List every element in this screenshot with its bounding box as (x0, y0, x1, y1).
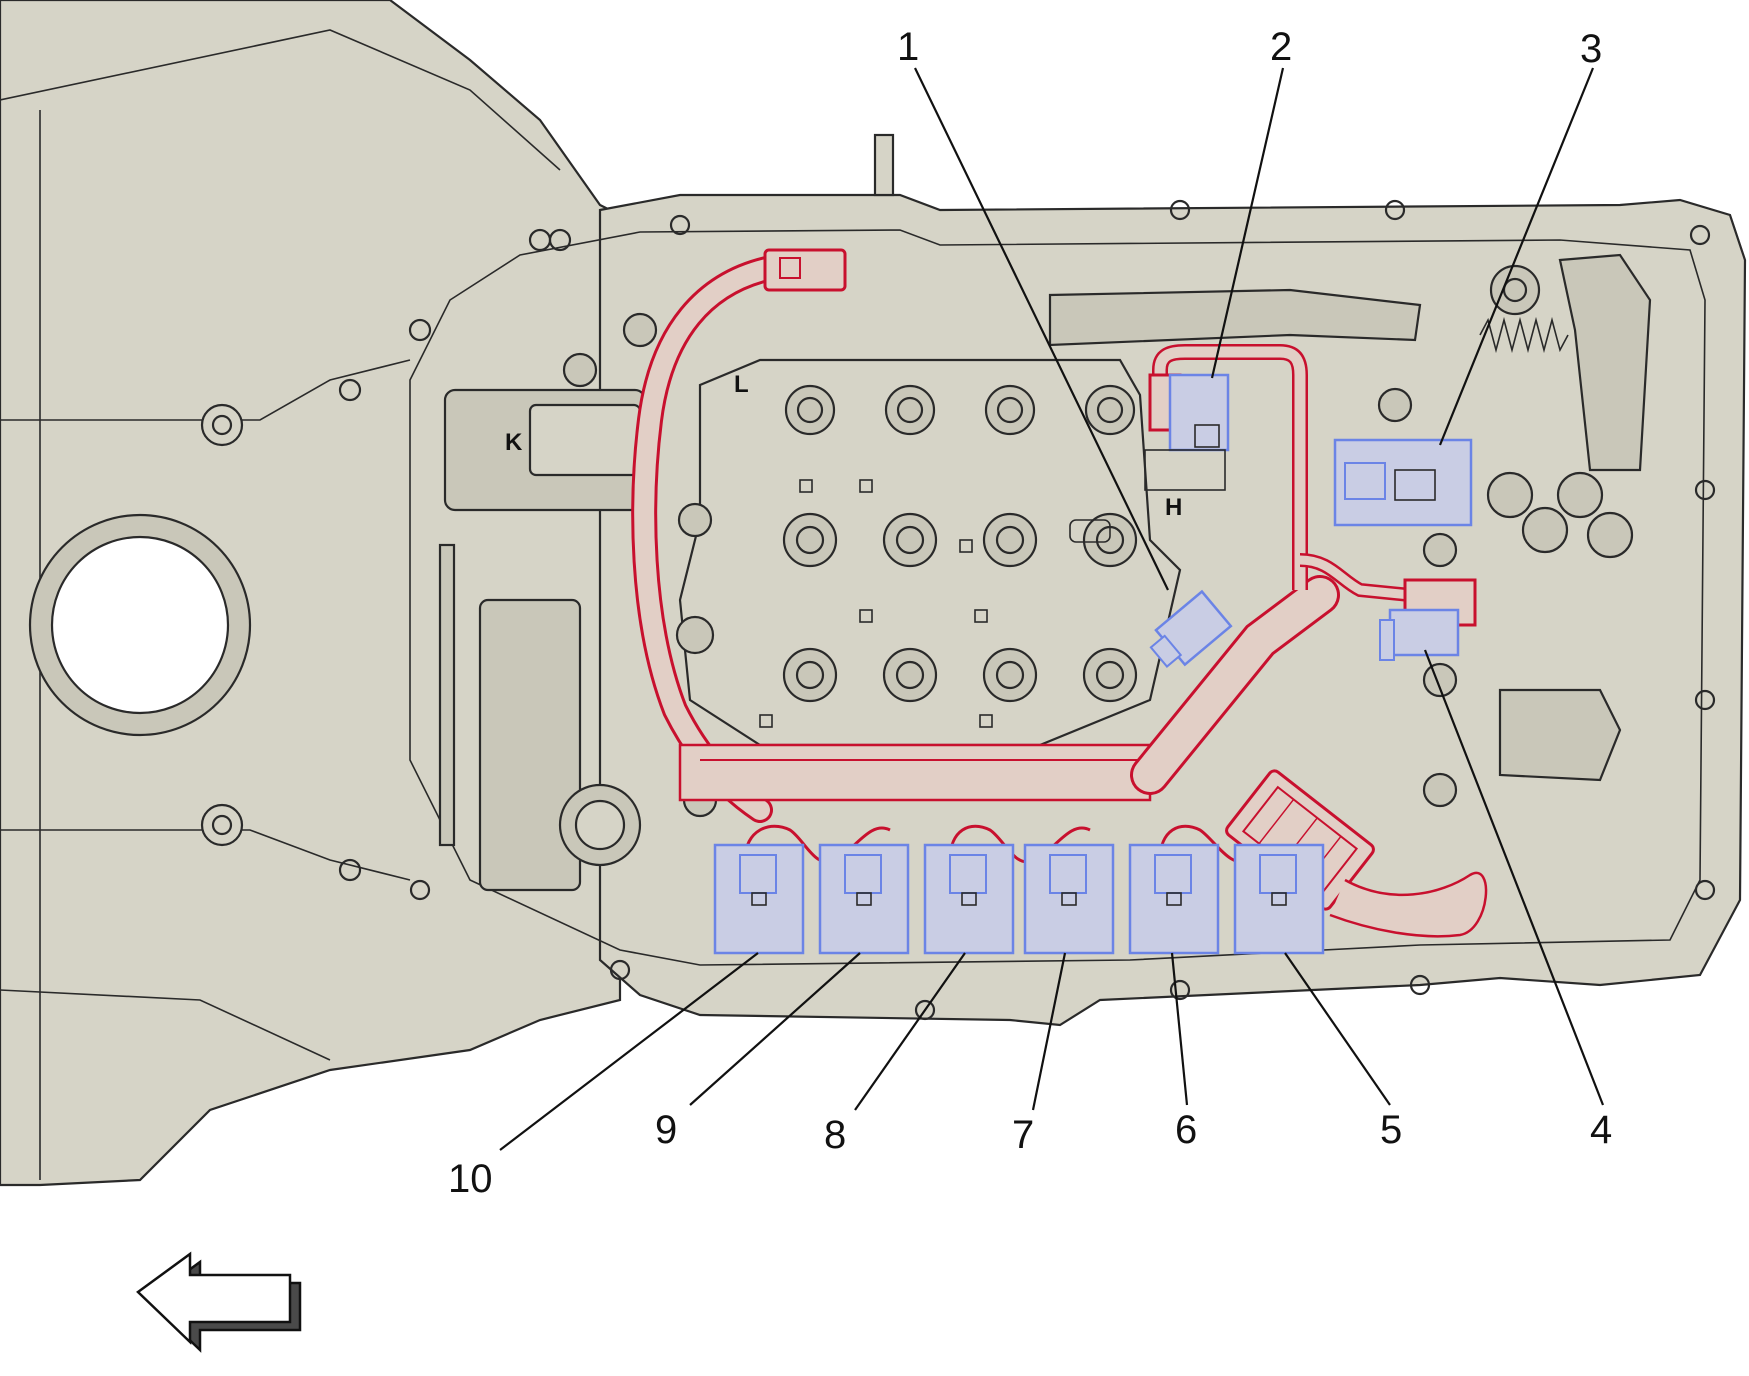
callout-numbers: 1 2 3 4 5 6 7 8 9 10 (448, 25, 1612, 1201)
solenoids-and-sensors (713, 373, 1473, 955)
sensor-2 (1144, 373, 1230, 491)
case-bolt (200, 403, 244, 447)
leader-lines (499, 67, 1605, 1151)
leader-line-2 (1210, 67, 1285, 379)
callout-2: 2 (1270, 25, 1292, 69)
valve-body (562, 312, 1458, 818)
case-bolt (548, 228, 572, 252)
pan-bolt (1169, 979, 1191, 1001)
detent-roller (1489, 264, 1541, 316)
case-bolt (338, 378, 362, 402)
case-rib-top (0, 29, 561, 171)
detent-lever (1048, 288, 1422, 347)
pan-bolt (1409, 974, 1431, 996)
park-mechanism (478, 598, 582, 892)
direction-arrow-icon (136, 1251, 302, 1353)
callout-5: 5 (1380, 1108, 1402, 1152)
case-bolt (200, 803, 244, 847)
callout-3: 3 (1580, 27, 1602, 71)
case-bolt (338, 858, 362, 882)
sensor-3 (1333, 438, 1473, 527)
solenoid-6 (1128, 843, 1220, 955)
harness-top-connector (763, 248, 847, 292)
manual-shaft-rack (438, 543, 456, 847)
embossed-letter-h: H (1165, 494, 1182, 521)
leader-line-1 (914, 67, 1169, 591)
leader-line-3 (1438, 67, 1595, 446)
pan-bolt (409, 879, 431, 901)
callout-1: 1 (897, 25, 919, 69)
case-bolt (211, 414, 233, 436)
solenoid-5 (1233, 843, 1325, 955)
right-fitting (1486, 471, 1534, 519)
callout-10: 10 (448, 1157, 493, 1201)
sensor-1 (1149, 589, 1233, 668)
callout-6: 6 (1175, 1108, 1197, 1152)
embossed-letter-k: K (505, 429, 523, 456)
callout-8: 8 (824, 1113, 846, 1157)
case-rib-lower (0, 829, 411, 881)
right-fitting (1521, 506, 1569, 554)
leader-line-4 (1423, 649, 1605, 1106)
callout-9: 9 (655, 1108, 677, 1152)
leader-line-8 (854, 952, 966, 1111)
pan-bolt (1694, 689, 1716, 711)
right-fitting (1586, 511, 1634, 559)
right-fitting (1556, 471, 1604, 519)
case-bolt (211, 814, 233, 836)
harness-right-branch-core (1299, 555, 1411, 600)
harness-upper-branch-core (1154, 346, 1306, 590)
harness-external-lead (1329, 871, 1488, 938)
leader-line-10 (499, 952, 759, 1151)
embossed-letter-l: L (734, 371, 749, 398)
callout-4: 4 (1590, 1108, 1612, 1152)
harness-bottom-channel (678, 743, 1152, 802)
case-rib-upper (0, 359, 411, 421)
breather-stud (873, 133, 895, 197)
bell-housing (0, 0, 622, 1187)
pan-bolt (669, 214, 691, 236)
pan-inner-outline (409, 229, 1706, 966)
pan-bolt (1694, 479, 1716, 501)
sensor-4 (1379, 608, 1460, 661)
valve-body-bolts (562, 312, 1458, 818)
right-bracket (1498, 688, 1622, 782)
callout-7: 7 (1012, 1113, 1034, 1157)
solenoid-9 (818, 843, 910, 955)
harness-right-trunk-core (1133, 578, 1337, 792)
solenoid-7 (1023, 843, 1115, 955)
manual-valve-arm (1558, 253, 1652, 472)
valve-body-features (759, 479, 1111, 728)
pan-bolt (914, 999, 936, 1021)
case-rib-bottom (0, 989, 331, 1061)
pan-bolt (1384, 199, 1406, 221)
solenoid-10 (713, 843, 805, 955)
leader-line-7 (1031, 952, 1067, 1111)
bell-housing-port-inner (50, 535, 230, 715)
leader-line-9 (689, 952, 861, 1106)
leader-line-5 (1284, 952, 1391, 1106)
pan-bolt (609, 959, 631, 981)
leader-line-6 (1170, 952, 1189, 1106)
case-bolt (408, 318, 432, 342)
pan-bolt (1689, 224, 1711, 246)
solenoid-8 (923, 843, 1015, 955)
k-boss-recess (528, 403, 642, 477)
detent-spring (1479, 316, 1569, 354)
pan-bolt (1694, 879, 1716, 901)
filter-port-inner (574, 799, 626, 851)
harness-top-connector-latch (779, 257, 801, 279)
pan-bolt (1169, 199, 1191, 221)
